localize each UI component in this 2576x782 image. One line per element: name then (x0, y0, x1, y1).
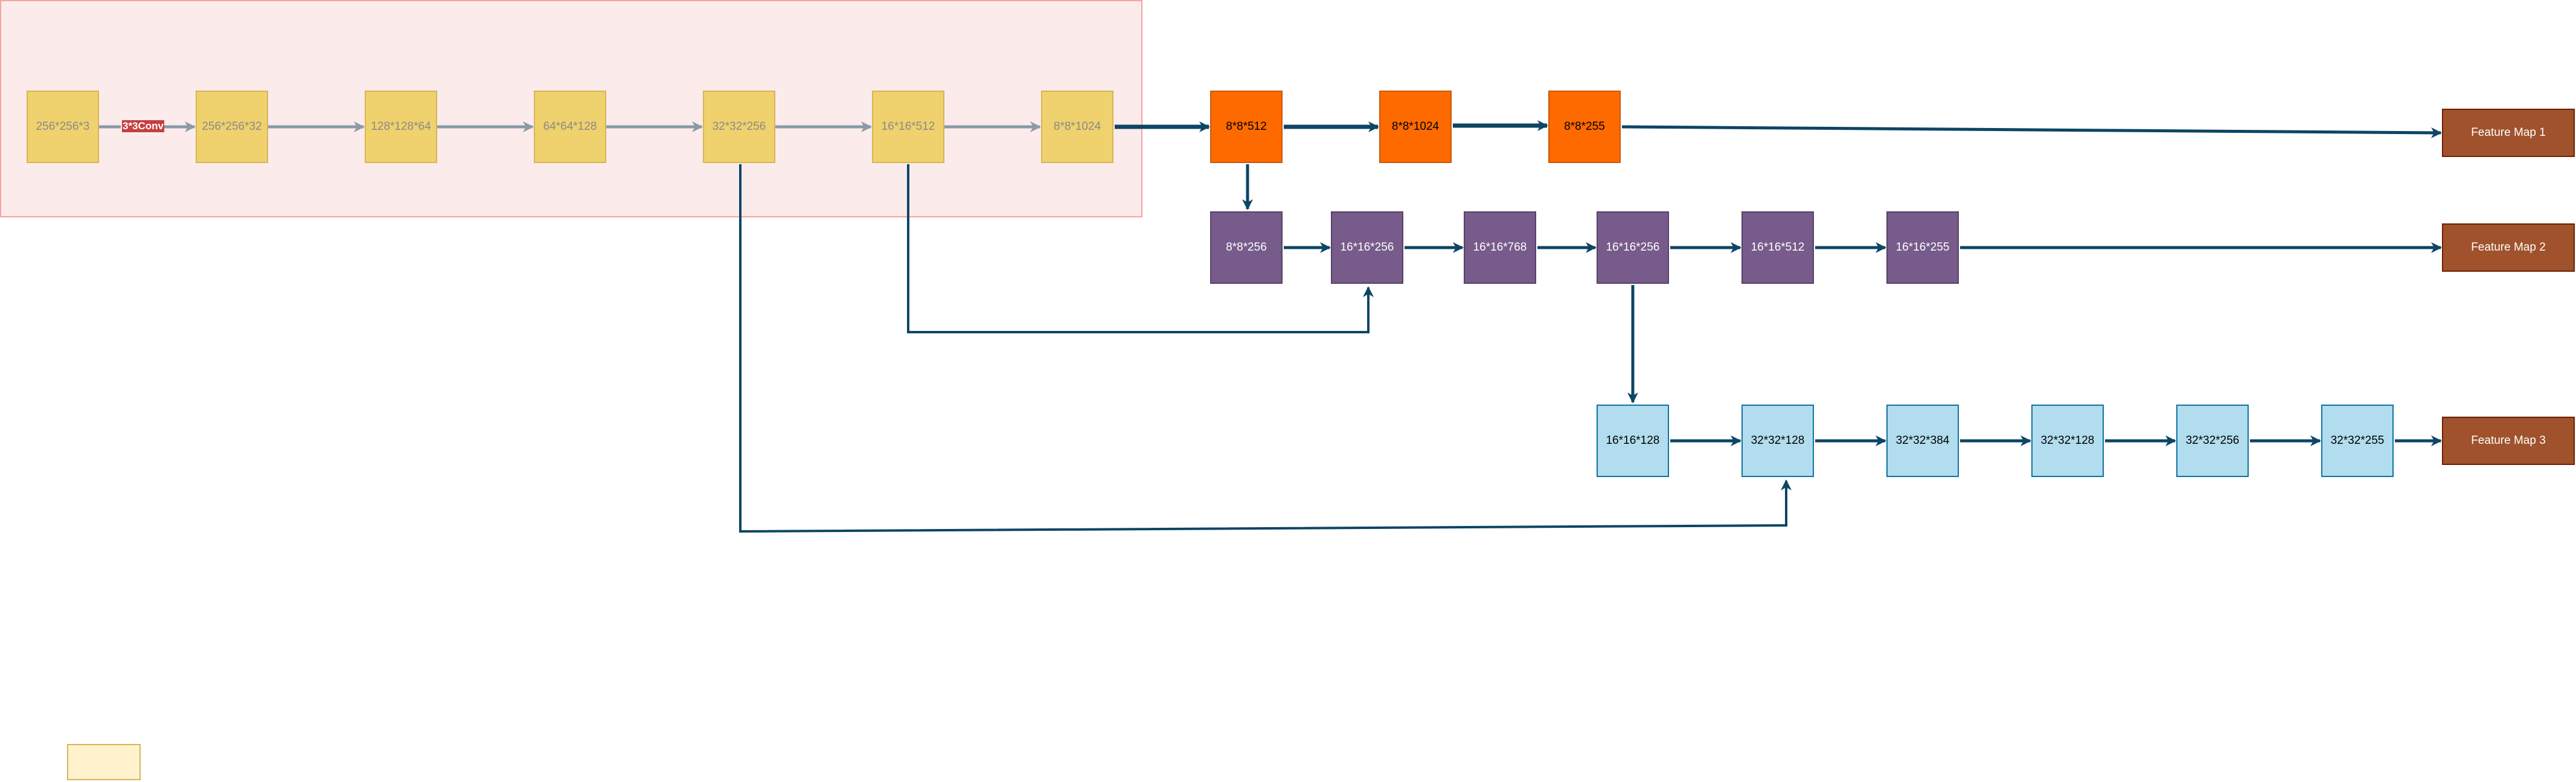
scale3-node-4[interactable]: 32*32*128 (2031, 405, 2104, 477)
scale3-node-3[interactable]: 32*32*384 (1886, 405, 1959, 477)
scale2-node-2[interactable]: 16*16*256 (1331, 211, 1403, 284)
scale3-node-5[interactable]: 32*32*256 (2176, 405, 2249, 477)
scale3-node-2[interactable]: 32*32*128 (1741, 405, 1814, 477)
scale2-node-4[interactable]: 16*16*256 (1597, 211, 1669, 284)
scale3-node-1[interactable]: 16*16*128 (1597, 405, 1669, 477)
backbone-node-4[interactable]: 64*64*128 (534, 91, 606, 163)
scale2-node-5[interactable]: 16*16*512 (1741, 211, 1814, 284)
scale2-node-6[interactable]: 16*16*255 (1886, 211, 1959, 284)
backbone-node-5[interactable]: 32*32*256 (703, 91, 775, 163)
scale2-node-1[interactable]: 8*8*256 (1210, 211, 1283, 284)
scale3-node-6[interactable]: 32*32*255 (2321, 405, 2394, 477)
backbone-node-7[interactable]: 8*8*1024 (1041, 91, 1113, 163)
legend-swatch (67, 744, 141, 780)
backbone-node-6[interactable]: 16*16*512 (872, 91, 944, 163)
edge-skip-32x32 (739, 164, 1792, 533)
scale2-node-3[interactable]: 16*16*768 (1464, 211, 1536, 284)
edge-skip-16x16 (907, 164, 1374, 333)
backbone-node-1[interactable]: 256*256*3 (27, 91, 99, 163)
scale1-node-2[interactable]: 8*8*1024 (1379, 91, 1452, 163)
backbone-node-3[interactable]: 128*128*64 (365, 91, 437, 163)
scale1-node-3[interactable]: 8*8*255 (1548, 91, 1621, 163)
feature-map-1[interactable]: Feature Map 1 (2442, 109, 2575, 157)
feature-map-2[interactable]: Feature Map 2 (2442, 223, 2575, 272)
edge-scale1-to-output (1621, 125, 2442, 138)
backbone-node-2[interactable]: 256*256*32 (196, 91, 268, 163)
scale1-node-1[interactable]: 8*8*512 (1210, 91, 1283, 163)
feature-map-3[interactable]: Feature Map 3 (2442, 417, 2575, 465)
conv-label: 3*3Conv (122, 120, 164, 132)
